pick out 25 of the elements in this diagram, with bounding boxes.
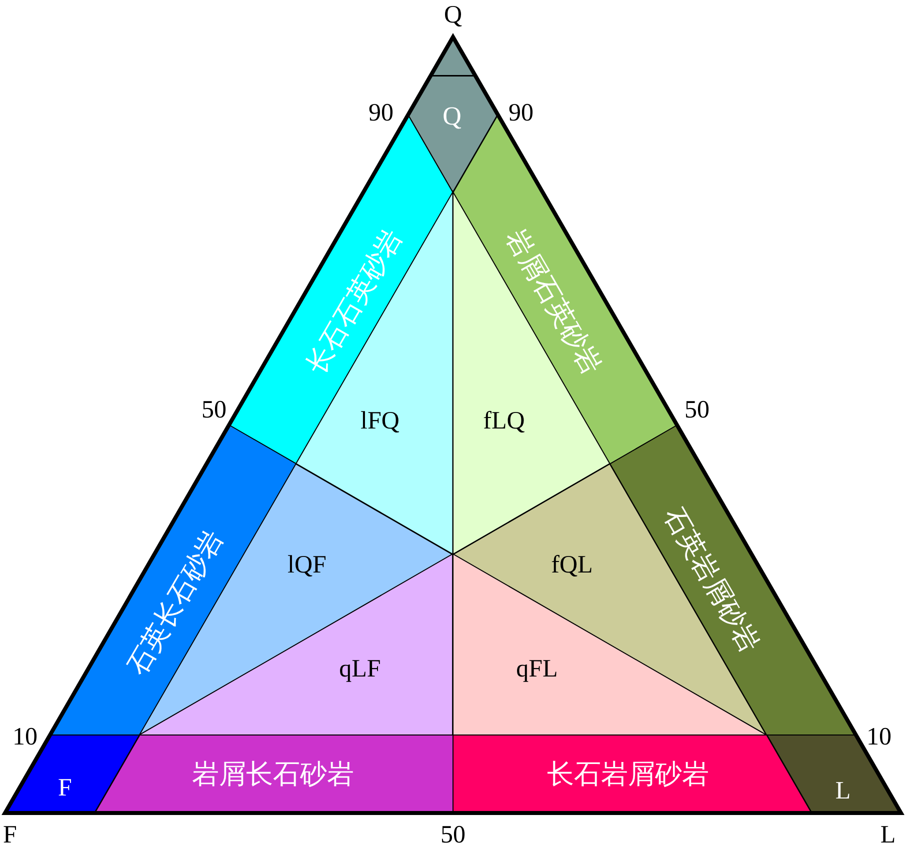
field-label: 长石石英砂岩 [302, 224, 408, 380]
field-label: qFL [516, 655, 558, 683]
tick-label: 50 [440, 821, 466, 849]
field-label: 石英岩屑砂岩 [658, 502, 764, 658]
vertex-label: L [880, 821, 896, 849]
field-label: fQL [551, 551, 593, 579]
tick-label: 10 [866, 723, 892, 751]
tick-label: 50 [684, 396, 710, 424]
field-label: 长石岩屑砂岩 [547, 760, 709, 790]
tick-label: 90 [508, 99, 534, 127]
vertex-label: Q [444, 1, 462, 29]
field-label: lQF [288, 551, 326, 579]
tick-label: 90 [368, 99, 394, 127]
field-label: fLQ [483, 407, 525, 435]
field-label: qLF [339, 655, 381, 683]
tick-label: 10 [12, 723, 38, 751]
tick-label: 50 [202, 396, 226, 424]
vertex-label: F [3, 821, 17, 849]
field-label: 岩屑石英砂岩 [500, 224, 606, 380]
field-label: 石英长石砂岩 [122, 525, 230, 681]
field-label: lFQ [360, 407, 400, 435]
field-label: Q [442, 102, 462, 132]
field-label: L [835, 777, 851, 805]
field-label: F [58, 774, 72, 802]
field-label: 岩屑长石砂岩 [192, 760, 354, 790]
